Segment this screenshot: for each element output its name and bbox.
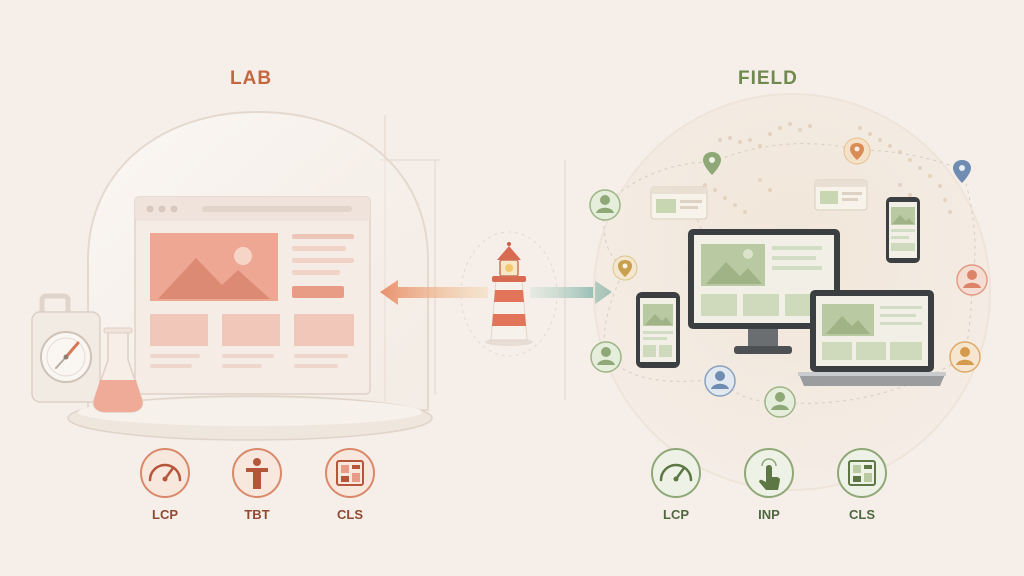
lab-metric-tbt-person-icon [232,448,282,498]
mini-window-2 [814,179,868,211]
lab-metric-label-tbt: TBT [244,507,270,522]
field-metric-label-lcp: LCP [663,507,689,522]
mobile-phone-right [886,197,920,263]
desktop-monitor [688,229,840,354]
location-pin-icon [953,160,971,183]
field-metric-cls-layout-shift-icon [837,448,887,498]
field-metric-label-inp: INP [758,507,780,522]
flask-icon [92,327,144,413]
user-avatar-3 [704,365,736,397]
user-avatar-2 [590,341,622,373]
stopwatch-icon [31,293,101,403]
mini-window-1 [650,186,708,220]
laptop [798,290,946,386]
lab-section [31,110,433,441]
arrow-right-icon [530,280,612,305]
field-section [589,93,991,491]
lab-metric-label-cls: CLS [337,507,363,522]
location-pin-icon [703,152,721,175]
user-avatar-5 [956,264,988,296]
lab-title: LAB [230,68,273,89]
browser-window [134,196,371,395]
user-avatar-6 [949,341,981,373]
field-title: FIELD [738,68,798,89]
field-metric-lcp-gauge-icon [651,448,701,498]
arrow-left-icon [380,280,488,305]
location-pin-icon [612,255,638,281]
lighthouse-icon [460,231,558,357]
world-map-dots [703,122,952,214]
user-avatar-1 [589,189,621,221]
location-pin-icon [843,137,871,165]
user-avatar-4 [764,386,796,418]
field-metric-label-cls: CLS [849,507,875,522]
comparison-arrows [380,280,612,305]
lab-metric-cls-layout-shift-icon [325,448,375,498]
mobile-phone-left [636,292,680,368]
field-metric-inp-tap-icon [744,448,794,498]
lab-metric-label-lcp: LCP [152,507,178,522]
lab-metric-lcp-gauge-icon [140,448,190,498]
